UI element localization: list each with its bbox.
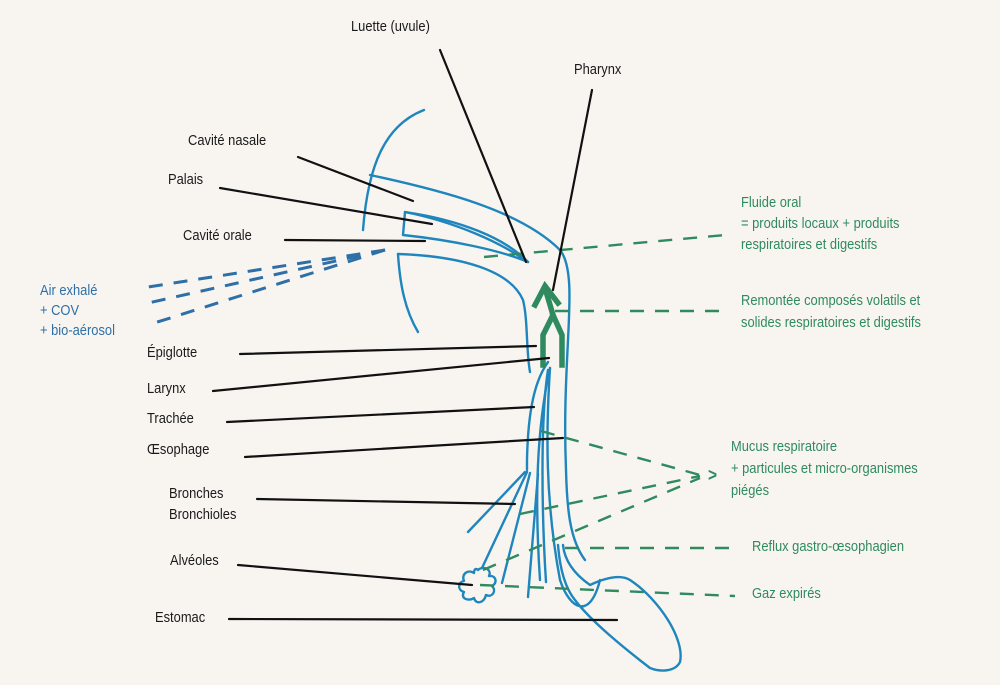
pharynx-label: Pharynx xyxy=(574,61,622,78)
oral-fluid-label-line-3: respiratoires et digestifs xyxy=(741,236,878,253)
nasal-cavity-roof xyxy=(368,173,587,562)
uvula-leader xyxy=(438,48,528,264)
oral-fluid-label-line-1: Fluide oral xyxy=(741,194,802,211)
alveoli-cluster xyxy=(457,566,497,604)
pharynx-leader xyxy=(551,88,594,292)
rising-arrow-icon xyxy=(531,280,565,368)
bronchus-1 xyxy=(466,470,527,534)
bronchus-2 xyxy=(480,470,529,570)
jaw-line xyxy=(396,252,420,334)
mucus-leader-3 xyxy=(482,476,701,572)
resp-mucus-label-line-2: + particules et micro-organismes xyxy=(731,460,918,477)
palate-leader xyxy=(218,186,434,226)
trachea-label: Trachée xyxy=(147,410,194,427)
bronchi-label: Bronches xyxy=(169,485,224,502)
mucus-arrow-icon: > xyxy=(708,465,718,485)
bronchus-5 xyxy=(541,368,550,584)
oral-cavity-label: Cavité orale xyxy=(183,227,252,244)
larynx-leader xyxy=(211,356,551,393)
uvula-label: Luette (uvule) xyxy=(351,18,430,35)
exhaled-air-label-line-1: Air exhalé xyxy=(40,282,98,299)
esophagus-inner-right xyxy=(546,366,602,608)
trachea-front xyxy=(525,360,550,472)
reflux-label: Reflux gastro-œsophagien xyxy=(752,538,905,555)
alveoli-leader xyxy=(236,563,474,587)
stomach-outline xyxy=(556,543,682,672)
head-arc xyxy=(361,108,426,232)
esophagus-leader xyxy=(243,436,565,459)
bronchi-leader xyxy=(255,497,517,506)
exhaled-air-stream-2 xyxy=(147,248,386,305)
larynx-label: Larynx xyxy=(147,380,186,397)
exhaled-gas-leader xyxy=(479,583,736,598)
trachea-leader xyxy=(225,405,536,424)
oral-cavity-leader xyxy=(283,238,427,243)
bronchus-3 xyxy=(500,471,532,585)
oral-fluid-label-line-2: = produits locaux + produits xyxy=(741,215,900,232)
epiglottis-leader xyxy=(238,344,538,356)
exhaled-air-label-line-3: + bio-aérosol xyxy=(40,322,115,339)
nasal-cavity-leader xyxy=(296,155,415,203)
epiglottis-label: Épiglotte xyxy=(147,344,198,361)
stomach-leader xyxy=(227,617,619,622)
esophagus-label: Œsophage xyxy=(147,441,210,458)
resp-mucus-label-line-3: piégés xyxy=(731,482,770,499)
alveoli-label: Alvéoles xyxy=(170,552,219,569)
volatile-rise-label-line-2: solides respiratoires et digestifs xyxy=(741,314,921,331)
mucus-leader-2 xyxy=(519,474,701,516)
tongue-outline xyxy=(396,252,532,374)
oral-fluid-leader xyxy=(483,233,726,259)
nasal-cavity-label: Cavité nasale xyxy=(188,132,267,149)
exhaled-gas-label: Gaz expirés xyxy=(752,585,821,602)
mucus-leader-1 xyxy=(540,429,701,477)
exhaled-air-stream-1 xyxy=(147,248,386,289)
bronchus-4 xyxy=(526,472,540,599)
exhaled-air-label-line-2: + COV xyxy=(40,302,80,319)
palate-label: Palais xyxy=(168,171,204,188)
stomach-label: Estomac xyxy=(155,609,206,626)
volatile-rise-label-line-1: Remontée composés volatils et xyxy=(741,292,921,309)
bronchioles-label: Bronchioles xyxy=(169,506,237,523)
exhaled-air-stream-3 xyxy=(147,248,386,327)
resp-mucus-label-line-1: Mucus respiratoire xyxy=(731,438,838,455)
